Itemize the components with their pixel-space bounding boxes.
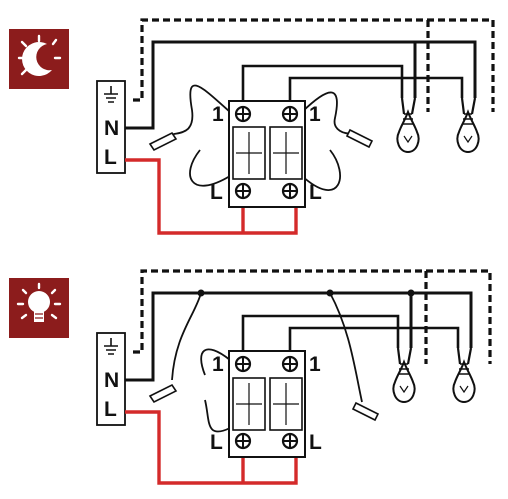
live-terminal-label: L <box>104 146 117 169</box>
switch-terminal-label-top-right: 1 <box>309 353 321 376</box>
lamp-1 <box>392 347 416 403</box>
terminal-screw <box>281 432 299 450</box>
loose-wire-left <box>200 348 231 433</box>
probe-right <box>351 401 380 422</box>
switch-terminal-label-bottom-right: L <box>309 431 322 454</box>
terminal-block: N L <box>96 80 126 174</box>
neutral-wire <box>125 291 473 382</box>
lamp-1 <box>396 97 420 153</box>
earth-wire-dashed <box>133 18 495 112</box>
terminal-block: N L <box>96 332 126 426</box>
loose-wire-right <box>301 91 353 191</box>
neutral-terminal-label: N <box>104 369 119 392</box>
neutral-terminal-label: N <box>104 117 119 140</box>
moon-icon <box>9 29 69 89</box>
switch-output-wire-2 <box>288 326 460 357</box>
earth-wire-dashed <box>133 269 492 364</box>
switch-terminal-label-top-left: 1 <box>212 353 224 376</box>
terminal-screw <box>234 355 252 373</box>
switch-terminal-label-bottom-right: L <box>309 181 322 204</box>
probe-left <box>148 383 178 404</box>
earth-symbol-icon <box>104 86 118 103</box>
panel-on: N L 1 1 L L <box>9 269 492 485</box>
switch-terminal-label-bottom-left: L <box>210 181 223 204</box>
terminal-screw <box>281 355 299 373</box>
switch: 1 1 L L <box>210 100 322 208</box>
switch: 1 1 L L <box>210 350 322 458</box>
live-terminal-label: L <box>104 398 117 421</box>
terminal-screw <box>234 432 252 450</box>
neutral-wire <box>125 40 477 130</box>
switch-terminal-label-top-right: 1 <box>309 103 321 126</box>
terminal-screw <box>234 182 252 200</box>
switch-terminal-label-top-left: 1 <box>212 103 224 126</box>
switch-output-wire-1 <box>241 314 400 357</box>
probe-right <box>345 128 374 149</box>
terminal-screw <box>281 182 299 200</box>
panel-off: N L 1 1 L L <box>9 18 495 235</box>
lightbulb-icon <box>9 278 69 338</box>
probe-left <box>148 131 178 152</box>
earth-symbol-icon <box>104 338 118 355</box>
switch-output-wire-1 <box>241 64 404 110</box>
probe-wire-left <box>171 292 202 381</box>
probe-wire-right <box>329 292 363 403</box>
loose-wire-left <box>169 84 231 187</box>
terminal-screw <box>234 105 252 123</box>
switch-output-wire-2 <box>288 76 464 110</box>
junction-dot <box>407 289 415 297</box>
switch-terminal-label-bottom-left: L <box>210 431 223 454</box>
lamp-2 <box>452 347 476 403</box>
lamp-2 <box>456 97 480 153</box>
terminal-screw <box>281 105 299 123</box>
